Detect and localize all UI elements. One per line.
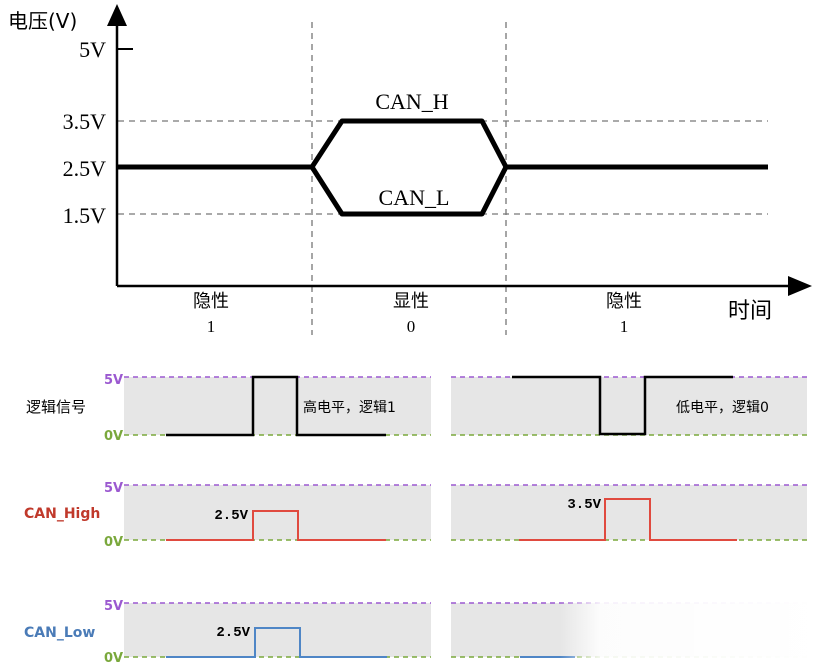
row-label-can-low: CAN_Low [24, 625, 95, 641]
level-label-5v-row3: 5V [104, 599, 123, 614]
y-axis-label: 电压(V) [8, 9, 77, 33]
can-low-value-left: 2.5V [216, 625, 250, 641]
can-h-signal [117, 118, 768, 170]
can-l-signal [309, 165, 509, 217]
level-label-0v-row2: 0V [104, 535, 123, 550]
can-high-value-right: 3.5V [567, 497, 601, 513]
section-3-state: 隐性 [606, 291, 642, 312]
can-high-signal-right [519, 498, 737, 541]
tick-label-2-5v: 2.5V [63, 156, 107, 181]
right-panel-fade-overlay [560, 598, 832, 667]
level-label-5v-row1: 5V [104, 373, 123, 388]
section-3-bit: 1 [620, 317, 629, 336]
level-label-0v-row1: 0V [104, 429, 123, 444]
voltage-time-diagram: 电压(V) 5V 3.5V 2.5V 1.5V 时间 CAN_H CAN_L 隐… [8, 4, 812, 336]
panel-left-row3 [124, 603, 431, 657]
row-label-logic: 逻辑信号 [26, 398, 86, 416]
can-high-value-left: 2.5V [214, 508, 248, 524]
row-can-low: CAN_Low 5V 0V 2.5V [24, 598, 832, 667]
level-label-5v-row2: 5V [104, 481, 123, 496]
section-1-state: 隐性 [193, 291, 229, 312]
logic-note-left: 高电平，逻辑1 [303, 399, 396, 416]
can-high-signal-left [166, 510, 386, 541]
can-low-signal-left [166, 627, 387, 658]
x-axis-arrow [788, 276, 812, 296]
panel-right-row1 [451, 377, 807, 435]
tick-label-3-5v: 3.5V [63, 109, 107, 134]
section-2-state: 显性 [393, 291, 429, 312]
tick-label-5v: 5V [79, 37, 106, 62]
panel-left-row2 [124, 485, 431, 540]
logic-signal-left [166, 375, 386, 437]
x-axis-label: 时间 [728, 299, 772, 324]
level-label-0v-row3: 0V [104, 651, 123, 666]
logic-note-right: 低电平，逻辑0 [676, 400, 769, 416]
section-1-bit: 1 [207, 317, 216, 336]
row-logic-signal: 逻辑信号 5V 0V 高电平，逻辑1 低电平，逻辑0 [26, 373, 807, 444]
panel-right-row2 [451, 485, 807, 540]
section-2-bit: 0 [407, 317, 416, 336]
logic-signal-right [512, 375, 733, 436]
panel-left-row1 [124, 377, 431, 435]
row-label-can-high: CAN_High [24, 506, 100, 522]
y-axis-arrow [107, 4, 127, 26]
row-can-high: CAN_High 5V 0V 2.5V 3.5V [24, 481, 807, 550]
tick-label-1-5v: 1.5V [63, 203, 107, 228]
can-h-label: CAN_H [375, 89, 448, 114]
can-l-label: CAN_L [379, 185, 450, 210]
